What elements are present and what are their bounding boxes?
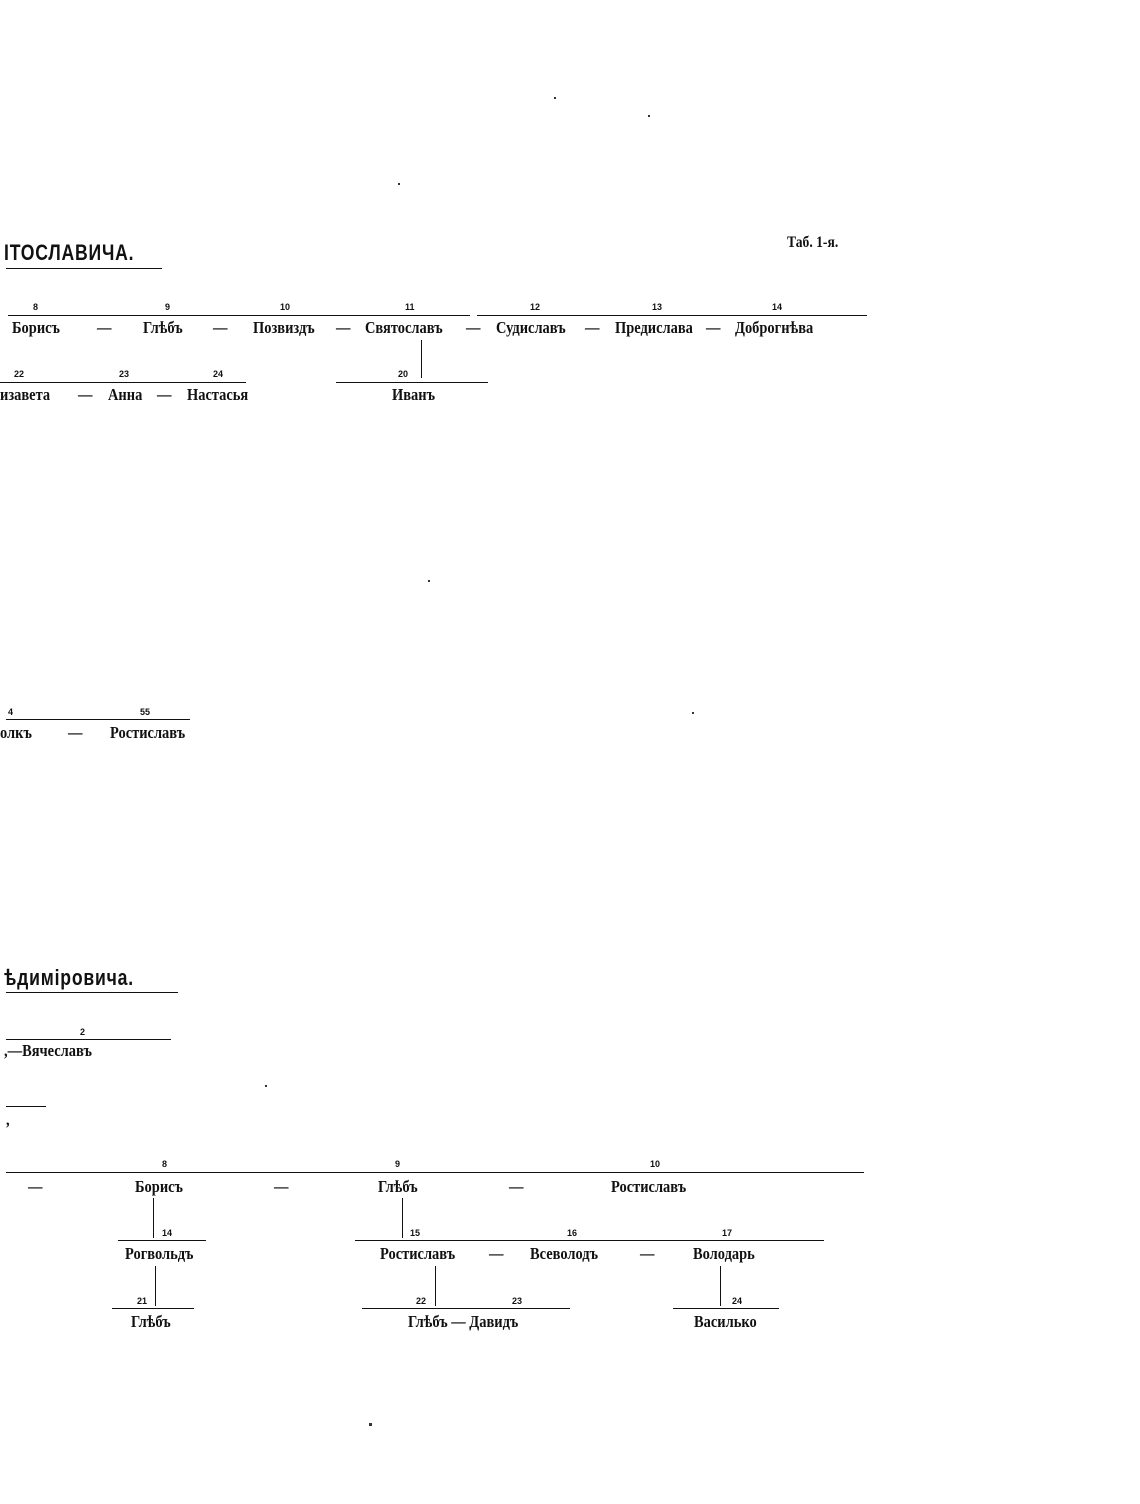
person-name: Глѣбъ bbox=[143, 318, 183, 337]
dash: — bbox=[489, 1244, 504, 1263]
dash: — bbox=[336, 318, 351, 337]
person-name: Святославъ bbox=[365, 318, 443, 337]
scan-speck bbox=[554, 97, 556, 99]
person-name: Ростиславъ bbox=[110, 723, 186, 742]
descent-line bbox=[402, 1198, 403, 1238]
person-name: Глѣбъ — Давидъ bbox=[408, 1312, 519, 1331]
index-number: 8 bbox=[162, 1159, 168, 1169]
dash: — bbox=[157, 385, 172, 404]
person-name: Судиславъ bbox=[496, 318, 566, 337]
section2-heading: ѣдимiровича. bbox=[4, 965, 134, 990]
dash: — bbox=[640, 1244, 655, 1263]
person-name: олкъ bbox=[0, 723, 32, 742]
sibling-line bbox=[0, 382, 246, 383]
person-name: Настасья bbox=[187, 385, 249, 404]
descent-line bbox=[720, 1266, 721, 1306]
index-number: 55 bbox=[140, 707, 151, 717]
dash: — bbox=[213, 318, 228, 337]
index-number: 24 bbox=[732, 1296, 743, 1306]
person-name: Володарь bbox=[693, 1244, 755, 1263]
dash: — bbox=[706, 318, 721, 337]
index-number: 14 bbox=[772, 302, 783, 312]
index-number: 11 bbox=[405, 302, 415, 312]
sibling-line bbox=[355, 1240, 824, 1241]
index-number: 23 bbox=[512, 1296, 523, 1306]
index-number: 23 bbox=[119, 369, 130, 379]
scan-speck bbox=[648, 115, 650, 117]
index-number: 24 bbox=[213, 369, 224, 379]
sibling-line bbox=[362, 1308, 570, 1309]
sibling-line bbox=[8, 315, 470, 316]
index-number: 21 bbox=[137, 1296, 148, 1306]
index-number: 17 bbox=[722, 1228, 733, 1238]
sibling-line bbox=[118, 1240, 206, 1241]
person-name: Борисъ bbox=[12, 318, 60, 337]
index-number: 20 bbox=[398, 369, 409, 379]
heading-underline bbox=[6, 992, 178, 993]
scan-speck bbox=[692, 712, 694, 714]
person-name: Глѣбъ bbox=[131, 1312, 171, 1331]
dash: — bbox=[68, 723, 83, 742]
index-number: 16 bbox=[567, 1228, 578, 1238]
person-name: ,—Вячеславъ bbox=[4, 1041, 92, 1060]
person-name: Ростиславъ bbox=[611, 1177, 687, 1196]
sibling-line bbox=[477, 315, 867, 316]
descent-line bbox=[155, 1266, 156, 1306]
index-number: 2 bbox=[80, 1027, 86, 1037]
person-name: Ростиславъ bbox=[380, 1244, 456, 1263]
scan-speck bbox=[398, 183, 400, 185]
scan-speck bbox=[265, 1085, 267, 1087]
index-number: 22 bbox=[416, 1296, 427, 1306]
index-number: 10 bbox=[650, 1159, 661, 1169]
person-name: Василько bbox=[694, 1312, 757, 1331]
table-label: Таб. 1-я. bbox=[787, 234, 839, 251]
person-name: Предислава bbox=[615, 318, 693, 337]
dash: — bbox=[509, 1177, 524, 1196]
person-name: Глѣбъ bbox=[378, 1177, 418, 1196]
scan-speck bbox=[369, 1423, 372, 1426]
dash: — bbox=[28, 1177, 43, 1196]
person-name: Анна bbox=[108, 385, 143, 404]
index-number: 9 bbox=[165, 302, 171, 312]
person-name: Доброгнѣва bbox=[735, 318, 814, 337]
descent-line bbox=[435, 1266, 436, 1306]
fragment: , bbox=[6, 1110, 10, 1129]
person-name: Позвиздъ bbox=[253, 318, 315, 337]
dash: — bbox=[274, 1177, 289, 1196]
person-name: Борисъ bbox=[135, 1177, 183, 1196]
index-number: 10 bbox=[280, 302, 291, 312]
descent-line bbox=[421, 340, 422, 378]
person-name: изавета bbox=[0, 385, 51, 404]
index-number: 14 bbox=[162, 1228, 173, 1238]
dash: — bbox=[466, 318, 481, 337]
heading-underline bbox=[6, 268, 162, 269]
person-name: Иванъ bbox=[392, 385, 436, 404]
sibling-line bbox=[112, 1308, 194, 1309]
dash: — bbox=[585, 318, 600, 337]
index-number: 12 bbox=[530, 302, 541, 312]
dash: — bbox=[78, 385, 93, 404]
scan-speck bbox=[428, 580, 430, 582]
index-number: 15 bbox=[410, 1228, 421, 1238]
sibling-line bbox=[6, 1172, 864, 1173]
sibling-line bbox=[6, 1039, 171, 1040]
descent-line bbox=[153, 1198, 154, 1238]
index-number: 22 bbox=[14, 369, 25, 379]
index-number: 13 bbox=[652, 302, 663, 312]
section1-heading: ІТОСЛАВИЧА. bbox=[4, 240, 135, 265]
index-number: 9 bbox=[395, 1159, 401, 1169]
dash: — bbox=[97, 318, 112, 337]
sibling-line bbox=[6, 719, 190, 720]
person-name: Всеволодъ bbox=[530, 1244, 599, 1263]
person-name: Рогвольдъ bbox=[125, 1244, 194, 1263]
sibling-line bbox=[6, 1106, 46, 1107]
sibling-line bbox=[336, 382, 488, 383]
index-number: 4 bbox=[8, 707, 14, 717]
sibling-line bbox=[673, 1308, 779, 1309]
index-number: 8 bbox=[33, 302, 39, 312]
